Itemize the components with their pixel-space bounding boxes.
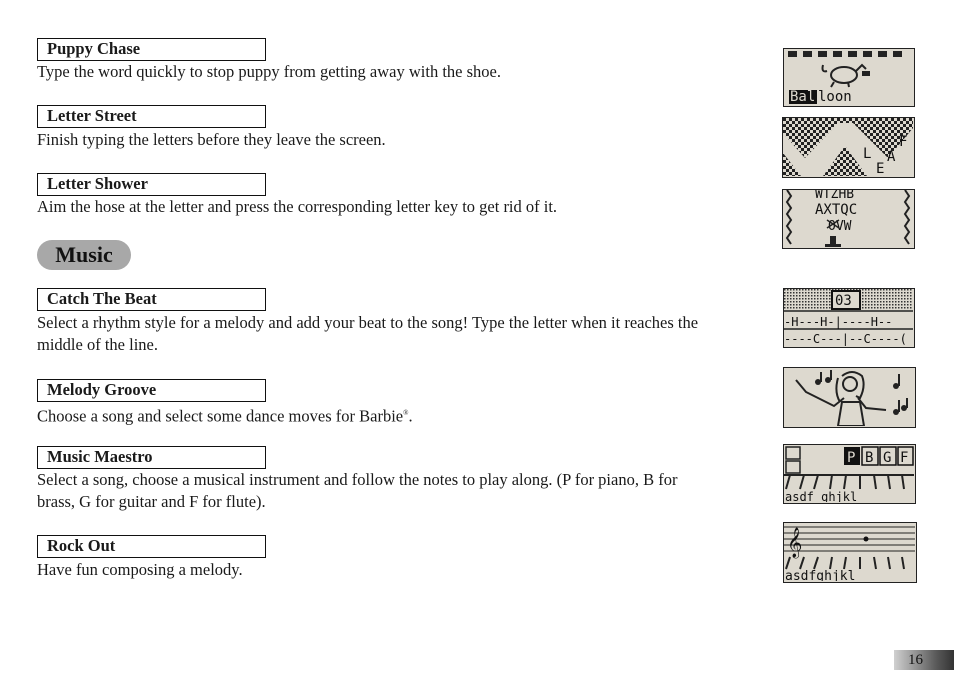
rock-out-description: Have fun composing a melody.	[37, 560, 243, 579]
music-maestro-title: Music Maestro	[37, 446, 266, 469]
puppy-chase-title: Puppy Chase	[37, 38, 266, 61]
instrument-p: P	[847, 450, 855, 466]
shower-row-3: OVW	[828, 219, 852, 234]
letter-shower-screenshot: WTZHB AXTQC OVW	[782, 189, 915, 249]
beat-top-row: -H---H-|----H--	[784, 315, 892, 329]
puppy-icon	[821, 63, 867, 88]
street-letter-f: F	[899, 134, 907, 150]
maestro-keys: asdf ghjkl	[785, 490, 857, 502]
instrument-f: F	[900, 450, 908, 466]
letter-street-description: Finish typing the letters before they le…	[37, 130, 386, 149]
catch-the-beat-title: Catch The Beat	[37, 288, 266, 311]
registered-mark: ®	[403, 409, 409, 417]
letter-street-screenshot: L E A F	[782, 117, 915, 178]
rock-out-title: Rock Out	[37, 535, 266, 558]
beat-bottom-row: ----C---|--C----(	[784, 332, 907, 346]
melody-groove-description: Choose a song and select some dance move…	[37, 402, 717, 428]
rock-out-keys: asdfghjkl	[785, 569, 855, 581]
keyboard-icon	[784, 474, 914, 490]
street-letter-e: E	[876, 161, 884, 176]
catch-the-beat-screenshot: 03 -H---H-|----H-- ----C---|--C----(	[783, 288, 915, 348]
melody-groove-text: Choose a song and select some dance move…	[37, 406, 404, 426]
puppy-chase-screenshot: Bal loon	[783, 48, 915, 107]
letter-street-title: Letter Street	[37, 105, 266, 128]
melody-groove-title: Melody Groove	[37, 379, 266, 402]
melody-groove-screenshot	[783, 367, 916, 428]
music-note-icon	[815, 370, 908, 415]
beat-counter: 03	[835, 293, 852, 309]
letter-shower-title: Letter Shower	[37, 173, 266, 196]
instrument-g: G	[883, 450, 891, 466]
puppy-word-rest: loon	[818, 89, 852, 105]
shower-row-1: WTZHB	[815, 190, 854, 202]
instrument-b: B	[865, 450, 873, 466]
melody-groove-period: .	[408, 406, 413, 426]
music-maestro-description: Select a song, choose a musical instrume…	[37, 470, 678, 511]
street-letter-a: A	[887, 149, 896, 165]
hose-icon	[825, 219, 841, 247]
treble-clef-icon: 𝄞	[787, 527, 802, 559]
music-section-heading: Music	[37, 240, 131, 270]
puppy-chase-description: Type the word quickly to stop puppy from…	[37, 62, 501, 81]
catch-the-beat-description: Select a rhythm style for a melody and a…	[37, 313, 699, 354]
shower-row-2: AXTQC	[815, 202, 857, 218]
page-number: 16	[894, 650, 954, 670]
keyboard-icon	[785, 556, 905, 570]
street-letter-l: L	[863, 146, 871, 162]
letter-shower-description: Aim the hose at the letter and press the…	[37, 197, 558, 216]
rock-out-screenshot: 𝄞 asdfghjkl	[783, 522, 917, 583]
dancer-icon	[795, 371, 887, 427]
music-maestro-screenshot: P B G F asdf ghjkl	[783, 444, 916, 504]
puppy-word-highlight: Bal	[790, 89, 815, 105]
